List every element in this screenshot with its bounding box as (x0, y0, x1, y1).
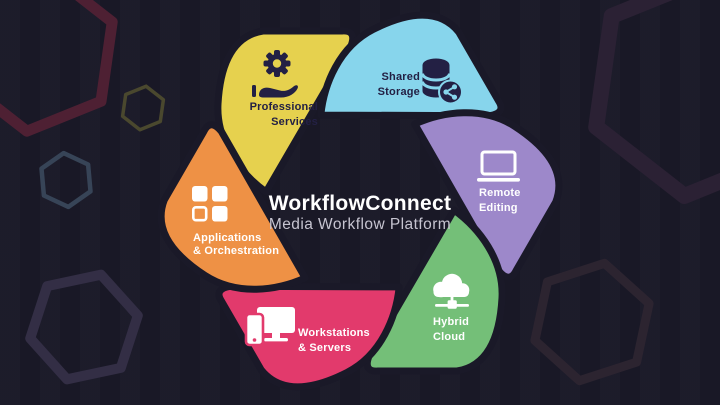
diagram-subtitle: Media Workflow Platform (269, 216, 451, 233)
diagram-title: WorkflowConnect (269, 192, 452, 215)
label-remote-editing-2: Editing (479, 202, 518, 214)
label-remote-editing-1: Remote (479, 187, 521, 199)
label-applications-orchestration-2: & Orchestration (193, 245, 279, 257)
label-applications-orchestration-1: Applications (193, 232, 261, 244)
segment-icons (191, 50, 520, 347)
label-professional-services-2: Services (271, 116, 318, 128)
app-grid-icon (191, 186, 228, 222)
segment-labels: Professional Services Shared Storage Rem… (193, 71, 521, 354)
label-hybrid-cloud-2: Cloud (433, 331, 465, 343)
decorative-hexagon-outline (25, 269, 143, 385)
gear-hand-icon (252, 50, 298, 98)
label-shared-storage-2: Storage (378, 86, 420, 98)
center-text: WorkflowConnect Media Workflow Platform (269, 192, 452, 233)
laptop-icon (477, 150, 520, 182)
desktop-devices-icon (244, 307, 295, 347)
label-workstations-servers-2: & Servers (298, 342, 351, 354)
decorative-hexagon-outline (39, 150, 93, 210)
decorative-hexagon-outline (588, 0, 720, 204)
decorative-hexagon-outline (120, 84, 166, 132)
database-share-icon (421, 58, 463, 105)
decorative-hexagon-outline (0, 0, 118, 137)
label-shared-storage-1: Shared (382, 71, 421, 83)
background-hexagons (0, 0, 720, 386)
label-hybrid-cloud-1: Hybrid (433, 316, 469, 328)
decorative-hexagon-outline (530, 258, 654, 386)
cloud-network-icon (433, 273, 470, 309)
label-professional-services-1: Professional (250, 101, 318, 113)
label-workstations-servers-1: Workstations (298, 327, 370, 339)
